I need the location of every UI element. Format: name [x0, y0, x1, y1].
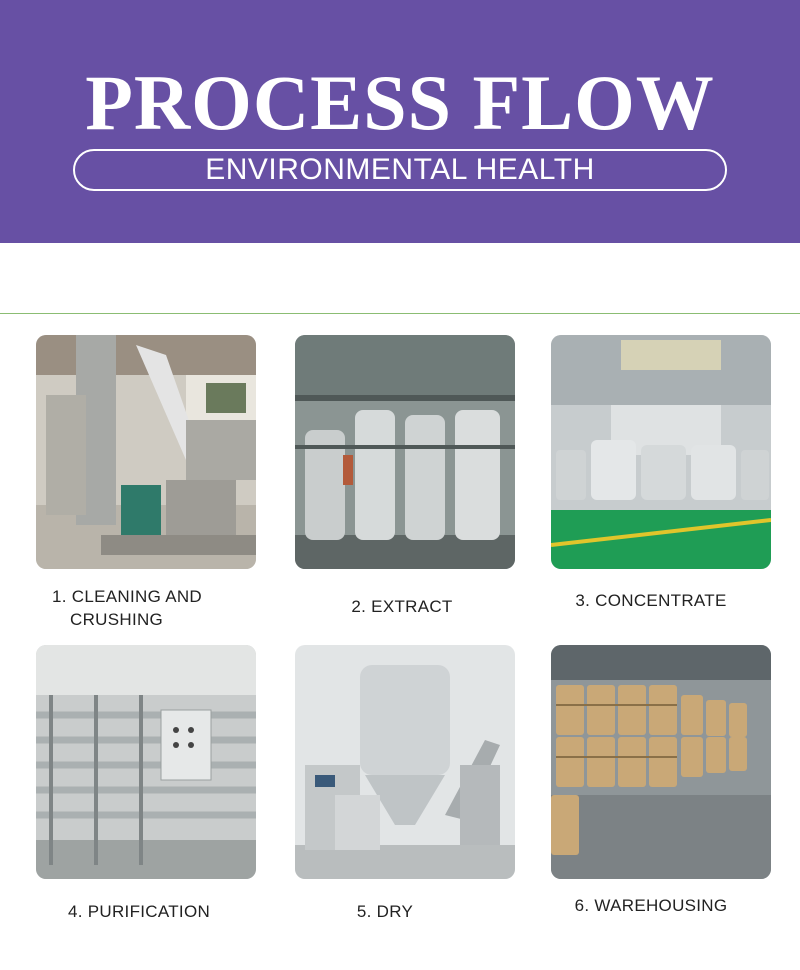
step-3-caption: 3. CONCENTRATE — [575, 591, 727, 610]
step-1-image — [36, 335, 256, 569]
section-divider — [0, 313, 800, 314]
step-2-caption: 2. EXTRACT — [351, 597, 453, 616]
step-5-image — [295, 645, 515, 879]
step-4-image — [36, 645, 256, 879]
step-2-image — [295, 335, 515, 569]
step-1-caption-line2: CRUSHING — [70, 610, 164, 629]
page-title: PROCESS FLOW — [85, 59, 715, 146]
step-4-caption: 4. PURIFICATION — [67, 902, 211, 921]
step-1-caption-line1: 1. CLEANING AND — [52, 587, 202, 606]
step-6-caption: 6. WAREHOUSING — [574, 896, 728, 915]
subtitle-pill: ENVIRONMENTAL HEALTH — [73, 149, 727, 191]
step-3-image — [551, 335, 771, 569]
step-5-caption: 5. DRY — [356, 902, 414, 921]
step-6-image — [551, 645, 771, 879]
header-banner: PROCESS FLOW ENVIRONMENTAL HEALTH — [0, 0, 800, 243]
step-1-caption: 1. CLEANING AND CRUSHING — [52, 585, 202, 631]
